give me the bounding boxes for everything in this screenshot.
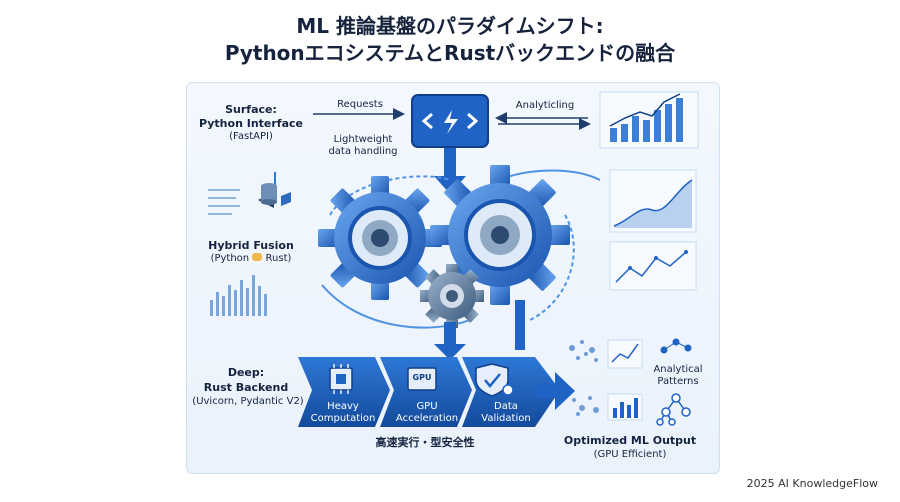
step-3-line-1: Data xyxy=(494,401,518,412)
analytical-line-2: Patterns xyxy=(657,376,699,387)
surface-heading-2: Python Interface xyxy=(198,117,303,130)
step-1-line-1: Heavy xyxy=(327,401,359,412)
scatter-dots-icon xyxy=(569,340,598,362)
swirl-arc-4 xyxy=(499,169,601,181)
gpu-chip-icon xyxy=(407,367,437,391)
network-node-icon xyxy=(660,338,692,354)
lightweight-label-1: Lightweight xyxy=(333,134,393,145)
title-line-2: PythonエコシステムとRustバックエンドの融合 xyxy=(224,41,676,65)
deep-heading-1: Deep: xyxy=(227,366,265,379)
step-1-line-2: Computation xyxy=(310,413,376,424)
api-chip-icon xyxy=(411,94,489,148)
bottom-bar-icon xyxy=(607,393,643,421)
tree-diagram-icon xyxy=(656,393,691,426)
step-2-line-2: Acceleration xyxy=(395,413,459,424)
title-line-1: ML 推論基盤のパラダイムシフト: xyxy=(296,14,604,38)
swirl-arc-1 xyxy=(329,175,451,216)
hybrid-heading: Hybrid Fusion xyxy=(208,239,294,252)
database-icon xyxy=(261,183,291,206)
surface-sub: (FastAPI) xyxy=(229,131,273,142)
process-steps xyxy=(298,357,560,427)
requests-label: Requests xyxy=(337,99,383,110)
gear-down-arrow-icon xyxy=(434,322,466,360)
analytical-line-1: Analytical xyxy=(653,364,703,375)
footer-credit: 2025 AI KnowledgeFlow xyxy=(746,477,878,490)
list-icon xyxy=(208,189,240,215)
shield-check-icon xyxy=(475,363,514,397)
top-right-chart-icon xyxy=(599,91,699,149)
cpu-chip-icon xyxy=(329,364,353,394)
hybrid-sub-left: (Python xyxy=(210,253,250,264)
small-gear-icon xyxy=(420,264,484,328)
large-gear-left-icon xyxy=(318,176,442,300)
left-barchart-icon xyxy=(210,275,267,316)
lightweight-label-2: data handling xyxy=(328,146,398,157)
output-line-1: Optimized ML Output xyxy=(563,434,697,447)
deep-heading-2: Rust Backend xyxy=(203,381,289,394)
step-2-line-1: GPU xyxy=(416,401,438,412)
deep-sub: (Uvicorn, Pydantic V2) xyxy=(192,396,304,407)
step-3-line-2: Validation xyxy=(481,413,531,424)
output-arrow-icon xyxy=(535,372,575,410)
mid-right-area-chart-icon xyxy=(609,169,697,233)
speed-label: 高速実行・型安全性 xyxy=(375,436,475,449)
output-line-2: (GPU Efficient) xyxy=(593,449,667,460)
analytics-line-icon xyxy=(607,339,643,369)
mid-right-line-chart-icon xyxy=(609,241,697,291)
handshake-icon xyxy=(252,253,263,261)
bottom-scatter-icon xyxy=(572,396,599,416)
swirl-arc-3 xyxy=(529,214,575,321)
gpu-chip-label: GPU xyxy=(412,373,432,382)
analytic-label: Analyticling xyxy=(515,100,575,111)
hybrid-sub: (Python Rust) xyxy=(196,253,306,264)
surface-heading-1: Surface: xyxy=(225,103,277,116)
hybrid-sub-right: Rust) xyxy=(265,253,292,264)
